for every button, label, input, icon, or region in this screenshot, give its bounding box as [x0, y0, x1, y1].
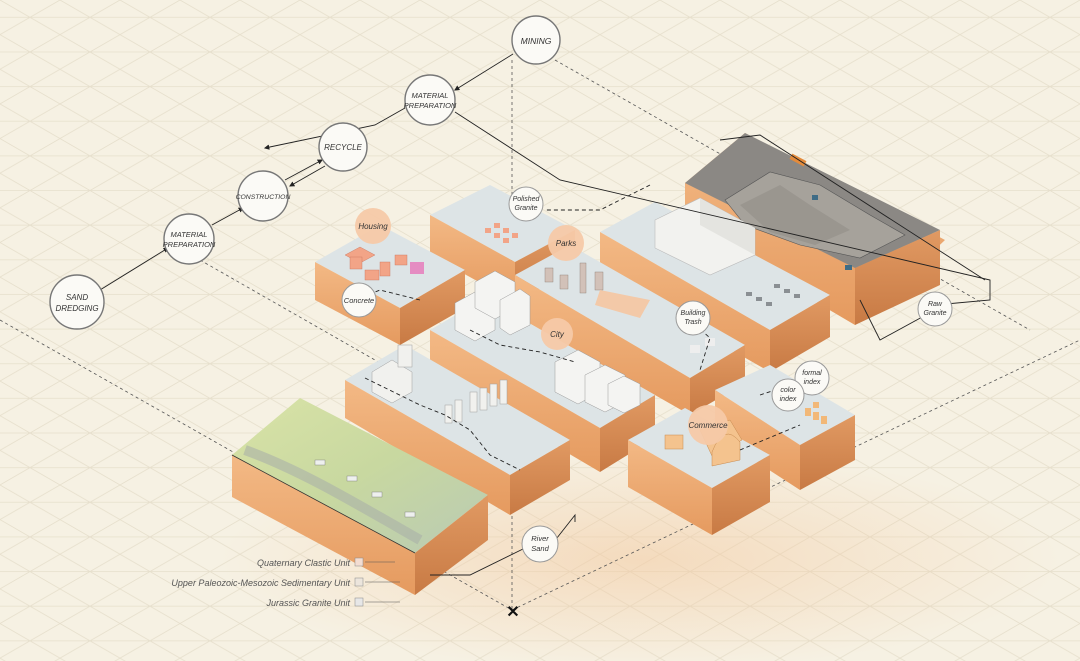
- polished-granite-label-2: Granite: [515, 205, 538, 212]
- geology-legend: Quaternary Clastic Unit Upper Paleozoic-…: [171, 557, 400, 608]
- concrete-label: Concrete: [344, 296, 374, 305]
- node-material-prep-top-label-1: MATERIAL: [412, 91, 449, 100]
- zone-parks-label: Parks: [556, 239, 576, 248]
- node-sand-dredging[interactable]: SAND DREDGING: [49, 274, 105, 330]
- block-parks: [515, 245, 745, 415]
- block-concrete-plant: [345, 344, 570, 515]
- material-building-trash[interactable]: Building Trash: [675, 300, 711, 336]
- legend-paleozoic-label: Upper Paleozoic-Mesozoic Sedimentary Uni…: [171, 578, 350, 588]
- legend-item-jurassic: Jurassic Granite Unit: [265, 597, 400, 608]
- zone-parks[interactable]: Parks: [548, 225, 584, 261]
- zone-city-label: City: [550, 330, 565, 339]
- raw-granite-label-2: Granite: [924, 310, 947, 317]
- legend-quaternary-swatch: [354, 557, 364, 567]
- node-material-prep-top-label-2: PREPARATION: [404, 101, 457, 110]
- color-index-label-2: index: [780, 396, 797, 403]
- legend-jurassic-label: Jurassic Granite Unit: [265, 598, 350, 608]
- polished-granite-label-1: Polished: [513, 196, 541, 203]
- color-index-label-1: color: [780, 387, 796, 394]
- material-concrete[interactable]: Concrete: [341, 282, 377, 318]
- node-mining-label: MINING: [521, 36, 552, 46]
- block-mining: [685, 133, 945, 325]
- node-construction-label: CONSTRUCTION: [236, 194, 291, 201]
- zone-commerce-label: Commerce: [688, 421, 728, 430]
- material-river-sand[interactable]: River Sand: [521, 525, 559, 563]
- zone-housing[interactable]: Housing: [355, 208, 391, 244]
- material-polished-granite[interactable]: Polished Granite: [508, 186, 544, 222]
- node-mining[interactable]: MINING: [511, 15, 561, 65]
- formal-index-label-1: formal: [802, 370, 822, 377]
- legend-quaternary-label: Quaternary Clastic Unit: [257, 558, 351, 568]
- index-formal[interactable]: formal index: [794, 360, 830, 396]
- node-material-prep-low-label-2: PREPARATION: [163, 240, 216, 249]
- node-material-prep-low-label-1: MATERIAL: [171, 230, 208, 239]
- origin-cross-icon: ✕: [506, 604, 519, 621]
- block-commerce: [628, 408, 770, 535]
- zone-commerce[interactable]: Commerce: [688, 405, 728, 445]
- node-material-prep-low[interactable]: MATERIAL PREPARATION: [163, 213, 216, 265]
- node-recycle-label: RECYCLE: [324, 143, 362, 152]
- index-color[interactable]: color index: [771, 378, 805, 412]
- legend-item-paleozoic: Upper Paleozoic-Mesozoic Sedimentary Uni…: [171, 577, 400, 588]
- legend-paleozoic-swatch: [354, 577, 364, 587]
- node-sand-dredging-label-1: SAND: [66, 293, 88, 302]
- block-river: [231, 398, 488, 595]
- zone-city[interactable]: City: [541, 318, 573, 350]
- building-trash-label-2: Trash: [684, 319, 701, 326]
- node-recycle[interactable]: RECYCLE: [318, 122, 368, 172]
- flow-connectors: [99, 53, 991, 576]
- legend-item-quaternary: Quaternary Clastic Unit: [257, 557, 395, 568]
- river-sand-label-1: River: [531, 534, 549, 543]
- node-sand-dredging-label-2: DREDGING: [55, 304, 98, 313]
- raw-granite-label-1: Raw: [928, 301, 943, 308]
- river-sand-label-2: Sand: [531, 544, 549, 553]
- node-material-prep-top[interactable]: MATERIAL PREPARATION: [404, 74, 457, 126]
- node-construction[interactable]: CONSTRUCTION: [236, 170, 291, 222]
- formal-index-label-2: index: [804, 379, 821, 386]
- building-trash-label-1: Building: [681, 310, 706, 317]
- legend-jurassic-swatch: [354, 597, 364, 607]
- zone-housing-label: Housing: [358, 222, 388, 231]
- material-raw-granite[interactable]: Raw Granite: [917, 291, 953, 327]
